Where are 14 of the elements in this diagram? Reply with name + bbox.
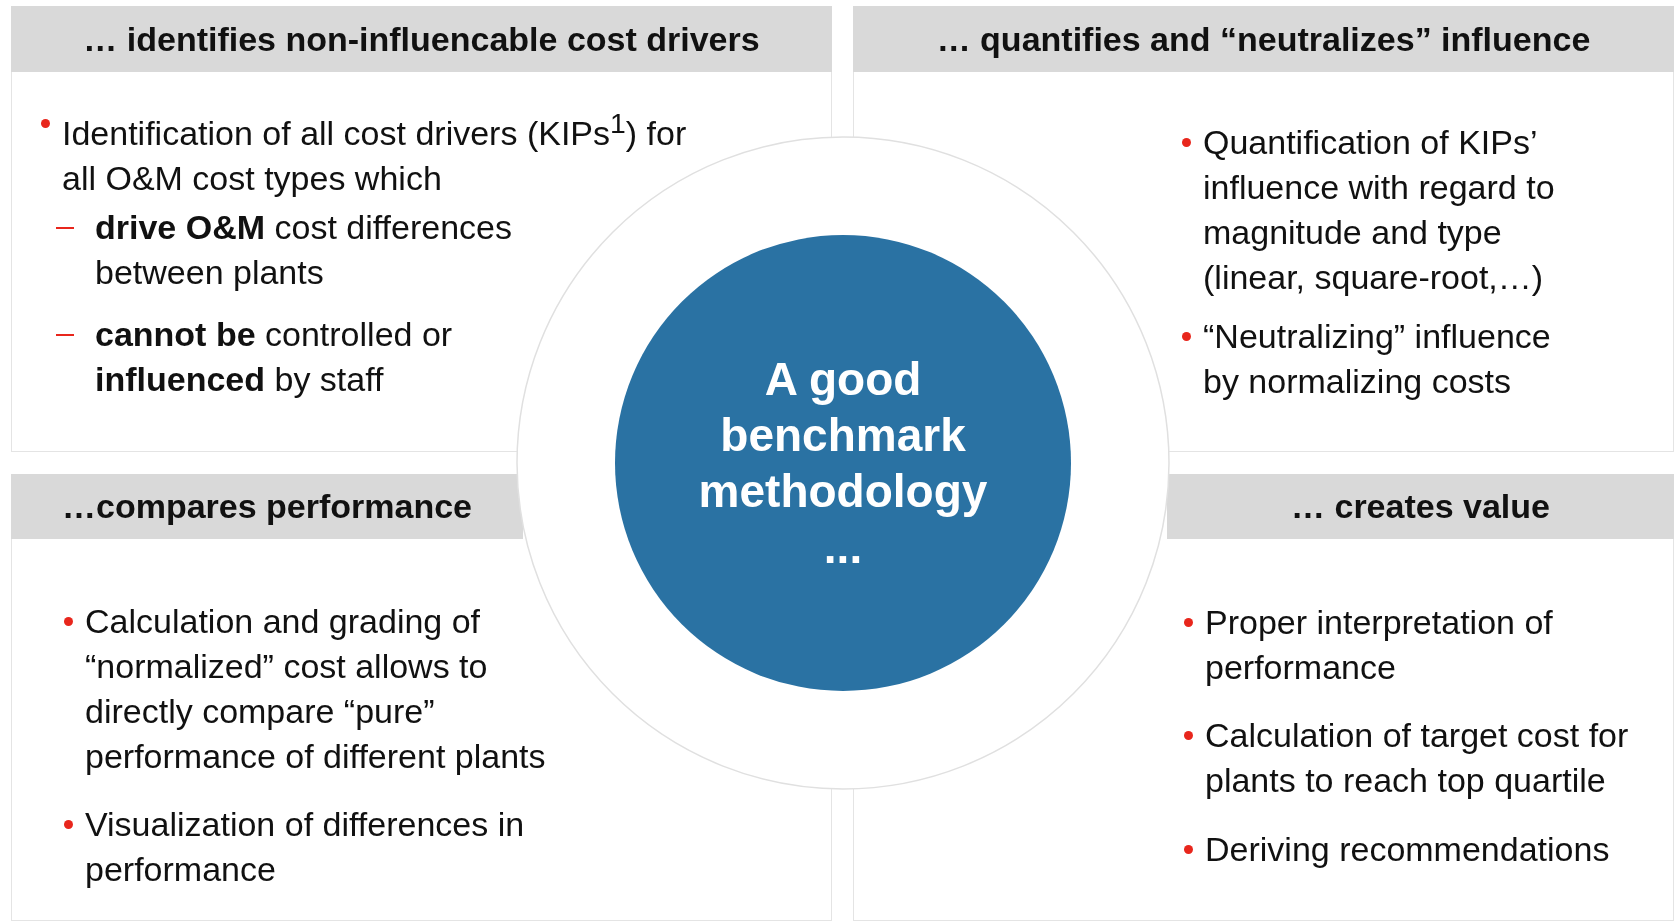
panel-heading: …compares performance [61,487,472,526]
bullet-text: cannot be controlled or influenced by staff [95,314,454,400]
bullet-text: Deriving recommendations [1205,829,1611,870]
bullet-text: Calculation and grading of “normalized” cost allows to directly compare “pure” performance of different plants [85,601,547,777]
bullet-text: Calculation of target cost for plants to reach top quartile [1205,715,1630,801]
bullet-text: drive O&M cost differences between plants [95,207,513,293]
circle-title: A good benchmark methodology ... [697,352,989,575]
bullet-text: “Neutralizing” influence by normalizing costs [1203,316,1552,402]
panel-heading: … quantifies and “neutralizes” influence [936,19,1591,59]
bullet-text: Quantification of KIPs’ influence with regard to magnitude and type (linear, square-root,…) [1203,122,1556,298]
panel-heading: … identifies non-influencable cost drivers [83,19,760,59]
panel-heading: … creates value [1291,487,1550,526]
bullet-text: Visualization of differences in performance [85,804,526,890]
bullet-text: Proper interpretation of performance [1205,602,1554,688]
